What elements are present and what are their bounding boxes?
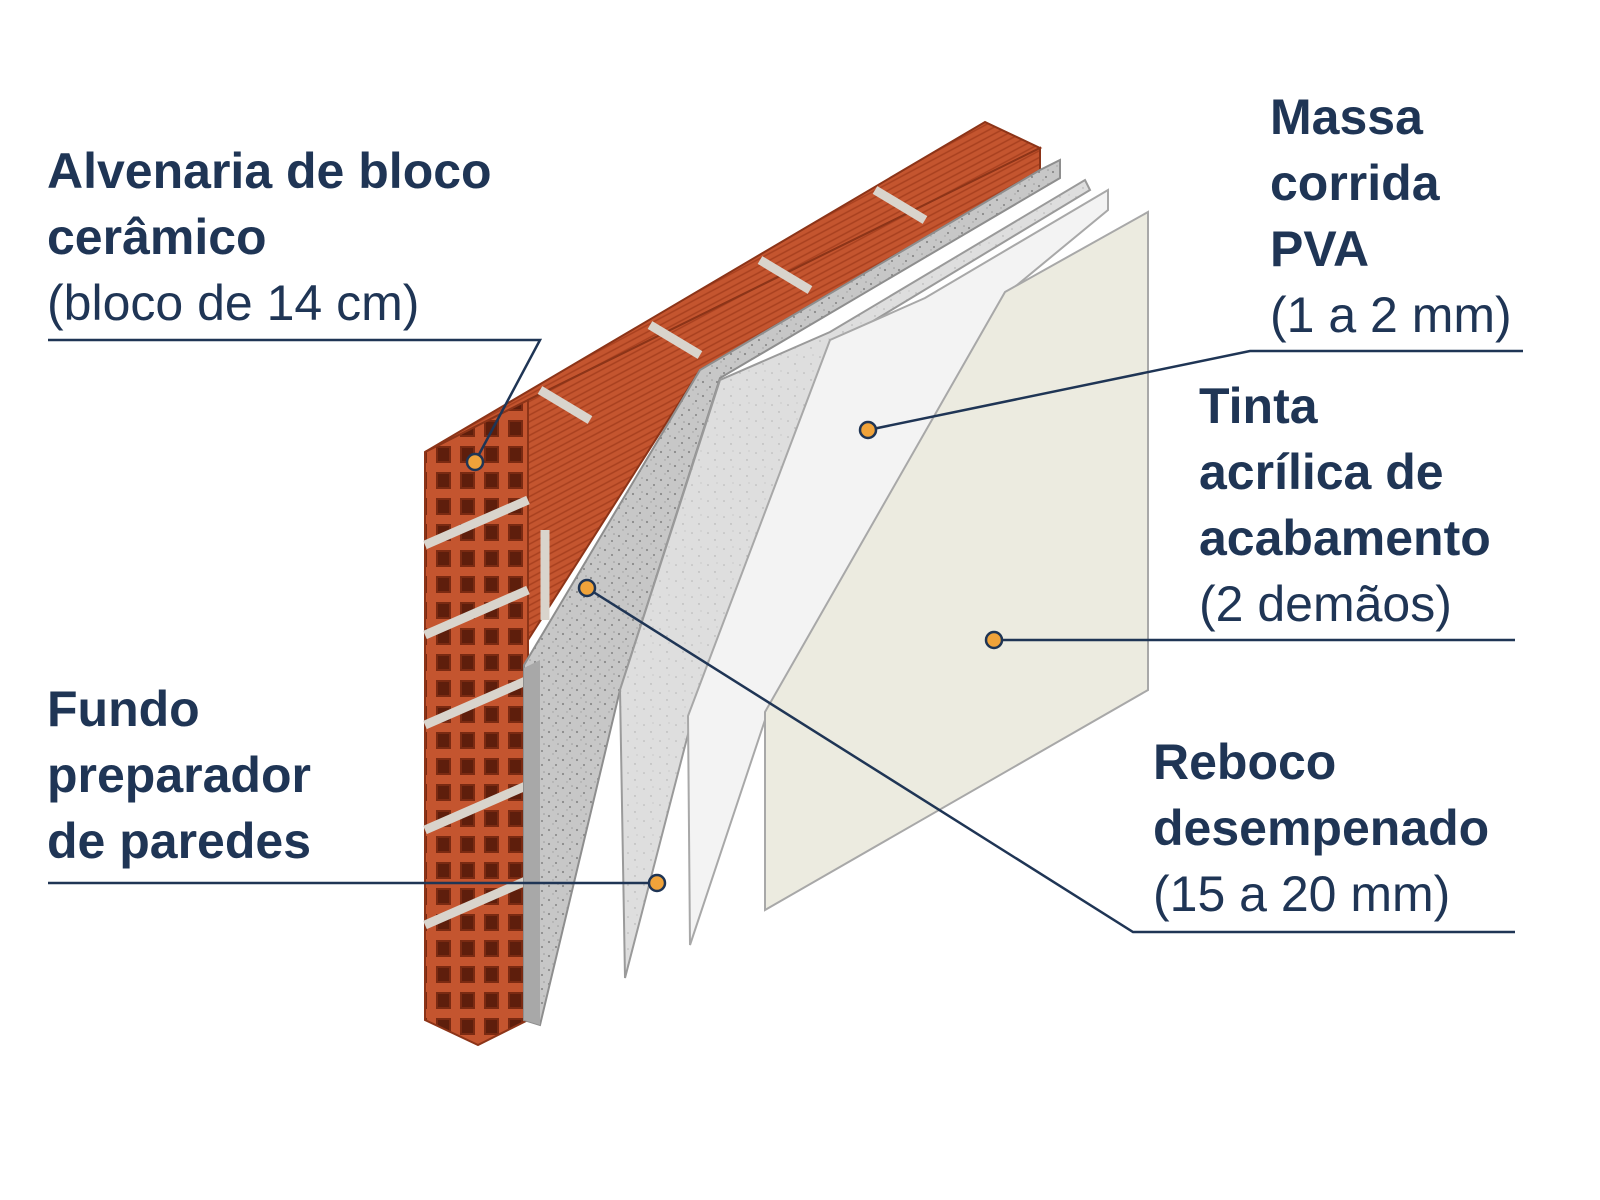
label-tinta-note: (2 demãos)	[1199, 576, 1452, 632]
marker-fundo	[647, 873, 667, 893]
label-alvenaria: Alvenaria de bloco cerâmico (bloco de 14…	[47, 138, 492, 336]
label-tinta-line-1: Tinta	[1199, 378, 1318, 434]
leader-reboco	[586, 586, 1515, 934]
leader-lines	[48, 338, 1523, 934]
label-massa: Massa corrida PVA (1 a 2 mm)	[1270, 84, 1512, 348]
marker-tinta	[984, 630, 1004, 650]
label-massa-line-2: corrida	[1270, 155, 1440, 211]
label-fundo-line-2: preparador	[47, 747, 311, 803]
label-reboco-line-1: Reboco	[1153, 734, 1337, 790]
putty-layer	[686, 188, 1109, 946]
label-alvenaria-line-1: Alvenaria de bloco	[47, 143, 492, 199]
markers	[465, 420, 1004, 893]
label-alvenaria-note: (bloco de 14 cm)	[47, 275, 420, 331]
label-fundo-line-3: de paredes	[47, 813, 312, 869]
label-reboco: Reboco desempenado (15 a 20 mm)	[1153, 729, 1489, 927]
label-fundo: Fundo preparador de paredes	[47, 676, 311, 874]
label-tinta-line-2: acrílica de	[1199, 444, 1444, 500]
paint-layer	[764, 210, 1149, 912]
label-massa-note: (1 a 2 mm)	[1270, 287, 1512, 343]
plaster-front-strip	[524, 660, 540, 1025]
leader-alvenaria	[48, 338, 543, 463]
label-tinta-line-3: acabamento	[1199, 510, 1491, 566]
marker-alvenaria	[465, 452, 485, 472]
label-alvenaria-line-2: cerâmico	[47, 209, 267, 265]
mortar-joints	[423, 186, 928, 930]
label-massa-line-1: Massa	[1270, 89, 1423, 145]
marker-massa	[858, 420, 878, 440]
marker-reboco	[577, 578, 597, 598]
label-massa-line-3: PVA	[1270, 221, 1370, 277]
label-reboco-line-2: desempenado	[1153, 800, 1490, 856]
leader-massa	[867, 349, 1523, 432]
label-reboco-note: (15 a 20 mm)	[1153, 866, 1451, 922]
label-tinta: Tinta acrílica de acabamento (2 demãos)	[1199, 373, 1491, 637]
label-fundo-line-1: Fundo	[47, 681, 200, 737]
